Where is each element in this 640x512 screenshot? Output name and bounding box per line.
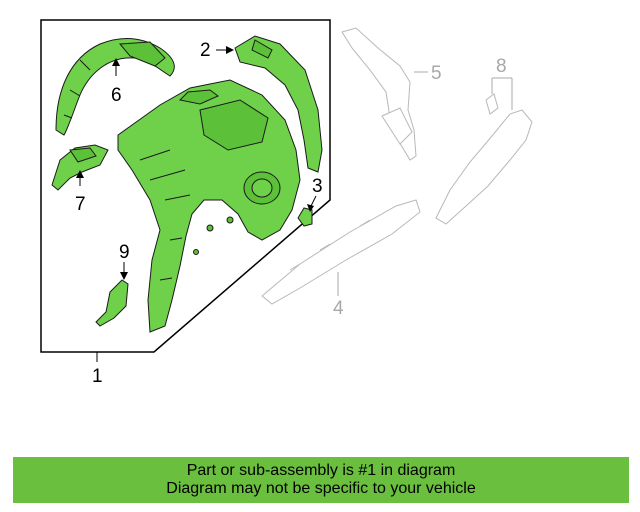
callout-4: 4 <box>333 298 344 319</box>
callout-1: 1 <box>92 366 103 387</box>
callout-2: 2 <box>200 40 211 61</box>
part-5-pillar <box>341 27 417 161</box>
leader-3 <box>310 195 317 207</box>
callout-5: 5 <box>431 63 442 84</box>
banner-line-1: Part or sub-assembly is #1 in diagram <box>186 462 456 479</box>
assembly-frame <box>40 19 331 353</box>
callout-8: 8 <box>496 56 507 77</box>
arrow-9 <box>120 272 128 280</box>
callout-9: 9 <box>119 242 130 263</box>
arrow-3 <box>307 204 314 212</box>
part-7-bracket <box>51 144 109 191</box>
arrow-6 <box>112 58 120 66</box>
part-3-clip <box>297 207 313 227</box>
part-8-rail <box>435 93 533 225</box>
callout-6: 6 <box>111 85 122 106</box>
part-6-wheelhouse-liner <box>55 37 175 136</box>
part-2-extension <box>234 35 323 173</box>
arrow-2 <box>226 46 234 54</box>
part-1-inner-quarter-panel <box>117 79 301 333</box>
arrow-7 <box>76 170 84 178</box>
part-9-lower-bracket <box>95 279 129 327</box>
part-4-lower-rail <box>261 199 421 305</box>
callout-7: 7 <box>75 194 86 215</box>
banner-line-2: Diagram may not be specific to your vehi… <box>166 480 476 497</box>
assembly-notice-banner: Part or sub-assembly is #1 in diagram Di… <box>13 457 629 503</box>
callout-3: 3 <box>312 176 323 197</box>
